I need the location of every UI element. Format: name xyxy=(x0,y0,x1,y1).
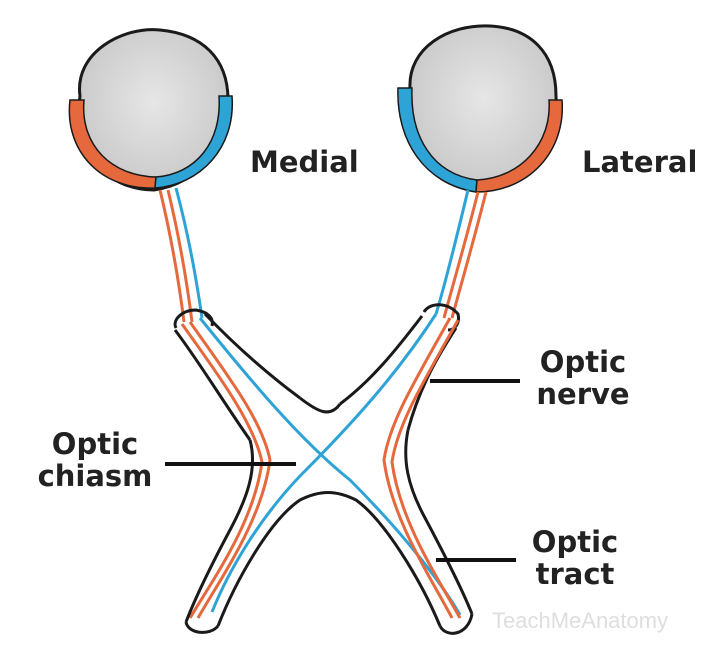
left-eyeball xyxy=(68,28,233,192)
optic-chiasm-outline xyxy=(184,396,474,627)
left-retina-nasal-half xyxy=(154,95,233,189)
optic-nerve-label: Optic nerve xyxy=(528,346,638,411)
optic-tract-label-line1: Optic xyxy=(531,525,619,559)
left-optic-nerve xyxy=(158,187,301,441)
left-nerve-sheath xyxy=(173,312,301,441)
optic-tract-label-line2: tract xyxy=(535,557,615,592)
optic-tract-label: Optic tract xyxy=(520,526,630,591)
right-retina-temporal-half xyxy=(475,99,563,193)
optic-chiasm-label-line1: Optic xyxy=(51,427,139,461)
watermark: TeachMeAnatomy xyxy=(492,608,669,633)
right-optic-nerve xyxy=(339,189,488,431)
medial-label: Medial xyxy=(250,145,359,179)
optic-nerve-label-line1: Optic xyxy=(539,345,627,379)
right-eyeball xyxy=(397,24,563,193)
right-optic-tract xyxy=(438,613,474,635)
optic-nerve-label-line2: nerve xyxy=(536,377,630,412)
left-optic-tract xyxy=(184,621,220,634)
optic-chiasm-label: Optic chiasm xyxy=(30,428,160,493)
lateral-label: Lateral xyxy=(582,145,698,179)
optic-chiasm-label-line2: chiasm xyxy=(37,459,153,494)
